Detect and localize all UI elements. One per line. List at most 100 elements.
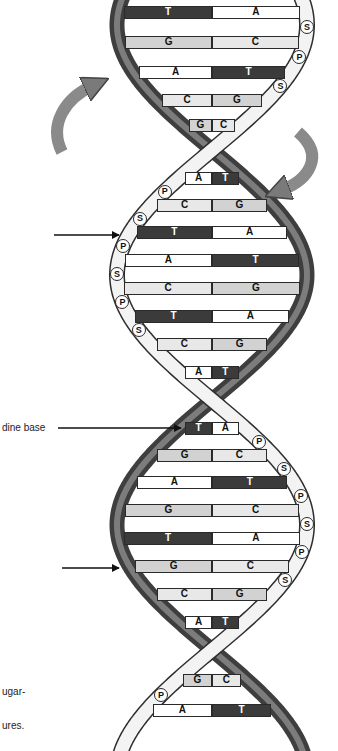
partial-label: dine base xyxy=(2,422,45,433)
base-bar: A xyxy=(139,66,212,79)
base-bar: T xyxy=(212,66,285,79)
base-letter: G xyxy=(196,120,204,130)
base-letter: T xyxy=(196,423,202,433)
base-letter: A xyxy=(195,617,202,627)
base-letter: G xyxy=(194,675,202,685)
base-bar: G xyxy=(125,36,212,49)
base-bar: A xyxy=(137,476,212,489)
base-letter: C xyxy=(223,675,230,685)
base-letter: G xyxy=(170,561,178,571)
base-bar: T xyxy=(212,616,239,629)
base-bar: A xyxy=(185,616,212,629)
base-letter: A xyxy=(165,255,172,265)
base-bar: G xyxy=(125,504,212,517)
base-letter: C xyxy=(181,339,188,349)
base-letter: C xyxy=(252,505,259,515)
base-bar: T xyxy=(212,172,239,185)
base-bar: T xyxy=(212,254,299,267)
base-bar: C xyxy=(157,588,212,601)
base-letter: G xyxy=(236,339,244,349)
base-letter: T xyxy=(165,533,171,543)
base-bar: C xyxy=(212,674,241,687)
base-bar: C xyxy=(157,338,212,351)
rotation-arrow xyxy=(57,86,92,152)
base-letter: G xyxy=(235,200,243,210)
base-bar: C xyxy=(162,94,212,107)
base-letter: G xyxy=(164,505,172,515)
base-bar: A xyxy=(153,704,212,717)
backbone-circle: S xyxy=(300,517,314,531)
backbone-circle: P xyxy=(158,185,172,199)
base-bar: A xyxy=(212,422,239,435)
backbone-ribbon xyxy=(117,0,307,751)
base-letter: A xyxy=(195,367,202,377)
base-letter: A xyxy=(246,227,253,237)
backbone-circle: S xyxy=(110,267,124,281)
backbone-ribbon xyxy=(117,0,307,751)
partial-label: ugar- xyxy=(2,686,25,697)
backbone-letter: P xyxy=(256,437,262,446)
backbone-circle: P xyxy=(295,545,309,559)
backbone-circle: P xyxy=(294,489,308,503)
base-bar: T xyxy=(212,366,239,379)
base-letter: G xyxy=(236,589,244,599)
backbone-circle: P xyxy=(116,239,130,253)
backbone-letter: S xyxy=(282,576,288,585)
base-letter: C xyxy=(247,561,254,571)
backbone-circle: P xyxy=(154,688,168,702)
base-letter: C xyxy=(181,200,188,210)
base-letter: C xyxy=(181,589,188,599)
base-letter: C xyxy=(236,450,243,460)
base-bar: T xyxy=(212,704,271,717)
base-bar: T xyxy=(124,6,212,19)
base-letter: G xyxy=(181,450,189,460)
base-letter: A xyxy=(171,477,178,487)
base-bar: C xyxy=(212,449,267,462)
backbone-circle: S xyxy=(277,462,291,476)
base-letter: C xyxy=(252,37,259,47)
base-bar: C xyxy=(124,282,212,295)
backbone-letter: S xyxy=(136,326,142,335)
backbone-letter: S xyxy=(114,270,120,279)
base-letter: T xyxy=(247,477,253,487)
base-bar: G xyxy=(212,94,262,107)
backbone-letter: S xyxy=(281,464,287,473)
base-bar: G xyxy=(212,282,300,295)
base-bar: A xyxy=(212,6,300,19)
backbone-circle: P xyxy=(292,50,306,64)
backbone-circle: S xyxy=(273,79,287,93)
base-letter: C xyxy=(165,283,172,293)
base-letter: T xyxy=(171,227,177,237)
base-letter: A xyxy=(172,67,179,77)
base-letter: T xyxy=(238,705,244,715)
backbone-letter: S xyxy=(277,82,283,91)
base-letter: A xyxy=(222,423,229,433)
backbone-circle: S xyxy=(278,573,292,587)
base-letter: T xyxy=(245,67,251,77)
leader-arrow xyxy=(54,234,119,235)
backbone-letter: P xyxy=(158,691,164,700)
base-letter: A xyxy=(247,311,254,321)
base-letter: T xyxy=(165,7,171,17)
backbone-letter: P xyxy=(298,492,304,501)
base-bar: C xyxy=(212,504,299,517)
base-letter: T xyxy=(222,173,228,183)
base-letter: A xyxy=(252,533,259,543)
base-bar: G xyxy=(212,199,267,212)
base-bar: T xyxy=(212,476,287,489)
backbone-letter: S xyxy=(304,520,310,529)
base-letter: A xyxy=(179,705,186,715)
base-letter: A xyxy=(252,7,259,17)
base-bar: A xyxy=(185,366,212,379)
base-letter: G xyxy=(233,95,241,105)
base-bar: C xyxy=(157,199,212,212)
backbone-circle: P xyxy=(252,435,266,449)
backbone-letter: S xyxy=(137,214,143,223)
backbone-circle: S xyxy=(133,212,147,226)
base-bar: G xyxy=(189,119,212,132)
base-bar: G xyxy=(157,449,212,462)
backbone-ribbon xyxy=(117,0,307,751)
base-bar: T xyxy=(135,310,212,323)
base-bar: T xyxy=(137,226,212,239)
